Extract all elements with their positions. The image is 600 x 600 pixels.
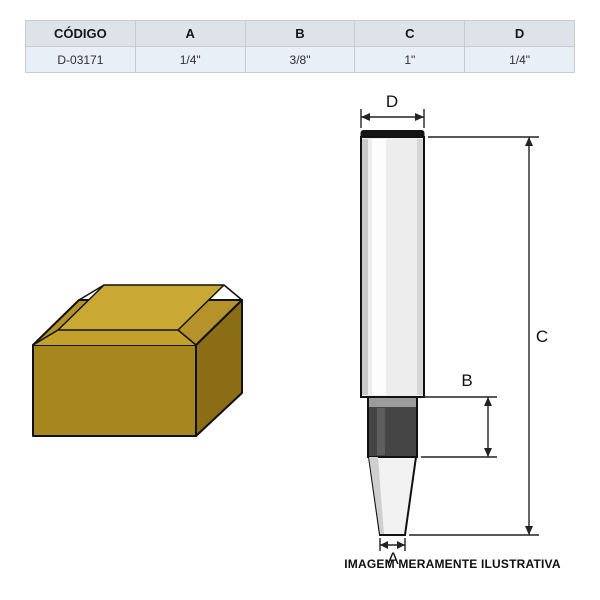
bit-shank-highlight	[372, 139, 386, 395]
bit-shank-right-shade	[417, 139, 423, 395]
header-d: D	[464, 20, 575, 47]
dimension-c: C	[409, 136, 548, 536]
dim-b-arrow-top	[484, 397, 492, 406]
dimension-a-label: A	[387, 549, 399, 568]
bevel-edge-back-right	[223, 284, 243, 301]
spec-table-header-row: CÓDIGO A B C D	[25, 20, 575, 47]
dim-c-arrow-bottom	[525, 526, 533, 535]
bit-cutter-highlight	[377, 408, 385, 455]
header-c: C	[354, 20, 466, 47]
dim-b-arrow-bottom	[484, 448, 492, 457]
workpiece-block-illustration	[32, 284, 243, 437]
header-b: B	[244, 20, 356, 47]
bit-tip-shade	[369, 457, 384, 534]
bevel-edge-front-left	[32, 329, 59, 346]
dim-c-arrow-top	[525, 137, 533, 146]
router-bit-drawing	[360, 130, 425, 536]
dim-a-arrow-right	[397, 541, 405, 549]
dimension-b: B	[421, 371, 497, 458]
bit-cutter-collar	[369, 398, 416, 407]
dimension-d-label: D	[386, 92, 398, 111]
spec-table-value-row: D-03171 1/4" 3/8" 1" 1/4"	[25, 46, 575, 73]
value-codigo: D-03171	[25, 46, 136, 73]
dim-d-arrow-right	[415, 113, 424, 121]
bit-shank-left-shade	[362, 139, 368, 395]
bit-shank	[360, 136, 425, 398]
bevel-edge-front-right	[177, 329, 197, 346]
value-b: 3/8"	[244, 46, 356, 73]
spec-table: CÓDIGO A B C D D-03171 1/4" 3/8" 1" 1/4"	[25, 20, 575, 73]
dim-d-arrow-left	[361, 113, 370, 121]
dimension-d: D	[360, 92, 425, 128]
header-codigo: CÓDIGO	[25, 20, 136, 47]
disclaimer-text: IMAGEM MERAMENTE ILUSTRATIVA	[344, 557, 561, 571]
dimension-c-label: C	[536, 327, 548, 346]
dim-a-arrow-left	[380, 541, 388, 549]
value-d: 1/4"	[464, 46, 575, 73]
workpiece-front-bevel	[33, 330, 196, 345]
value-a: 1/4"	[134, 46, 246, 73]
workpiece-front-face	[32, 344, 197, 437]
bevel-edge-back-left	[78, 284, 105, 301]
dimension-b-label: B	[461, 371, 472, 390]
dimension-a: A	[379, 538, 406, 568]
